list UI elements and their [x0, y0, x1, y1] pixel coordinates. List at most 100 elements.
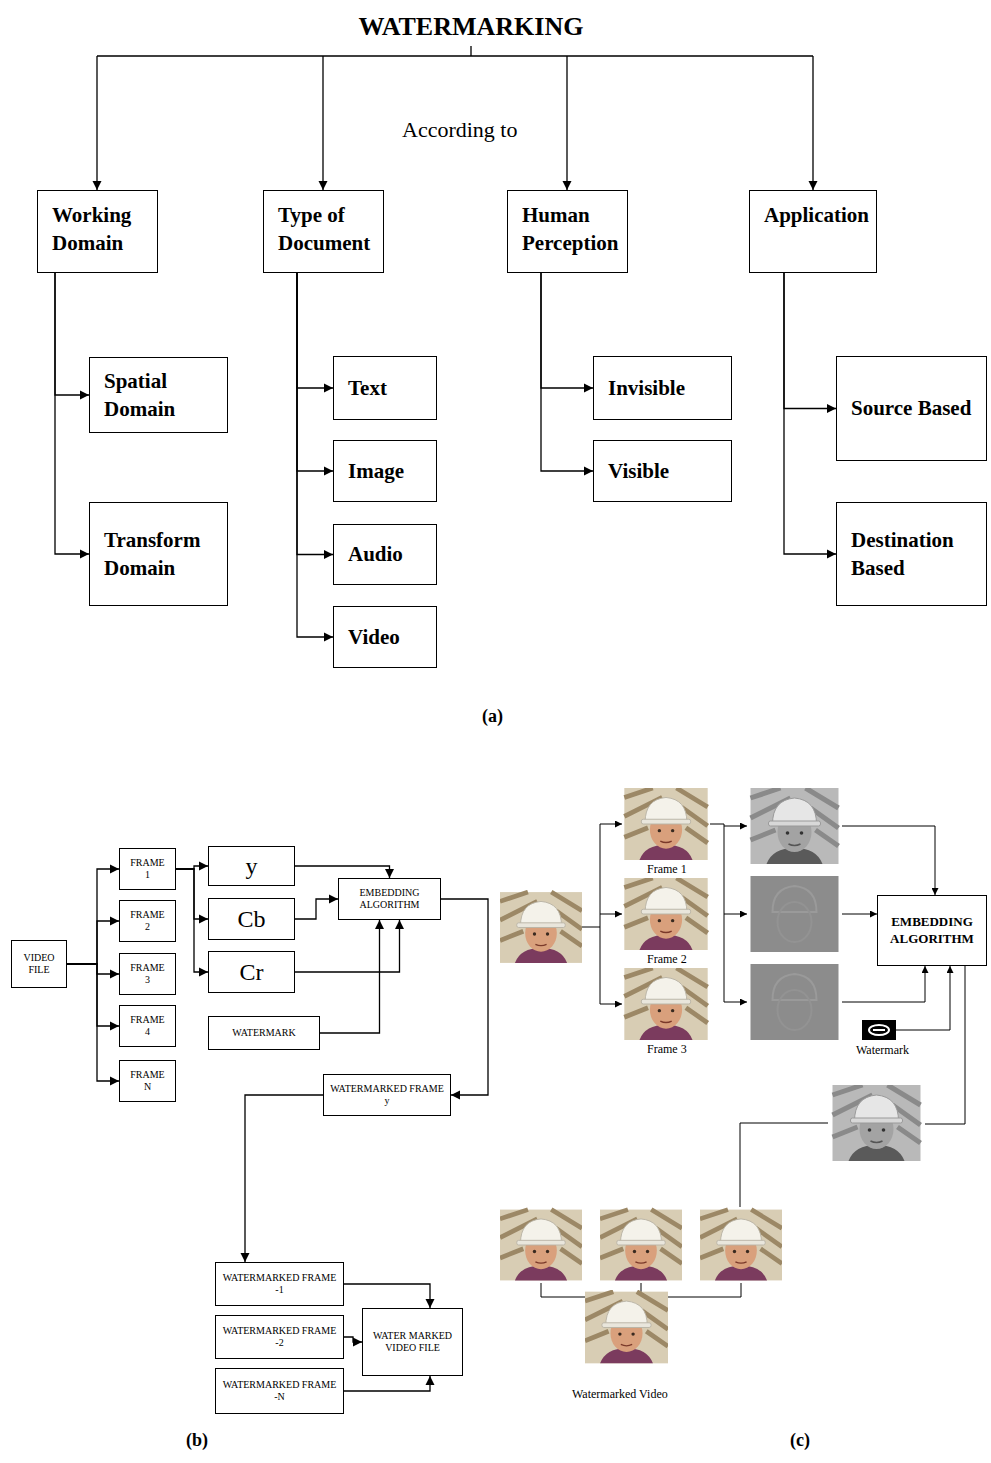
box-text: Video [348, 623, 430, 651]
box-text: FRAME 3 [128, 962, 167, 987]
flow-arrow [344, 1337, 362, 1342]
input-box: VIDEO FILE [11, 940, 67, 988]
watermark-icon [873, 1029, 885, 1031]
flow-arrow [67, 964, 119, 974]
box-text: FRAME 2 [128, 909, 167, 934]
box-text: Working Domain [52, 201, 151, 258]
panel-label: (c) [790, 1430, 810, 1451]
tree-arrow [566, 56, 567, 190]
flow-arrow [176, 869, 208, 919]
output-box: WATERMARKED FRAME -2 [215, 1315, 344, 1359]
flow-arrow [297, 273, 333, 555]
box-text: Destination Based [851, 526, 980, 583]
tree-line [97, 46, 813, 56]
category-box: Application [749, 190, 877, 273]
output-frame [500, 1210, 582, 1281]
tree-arrow [322, 56, 323, 190]
video-frames [500, 788, 921, 1363]
wire-arrow [724, 914, 747, 915]
wire [710, 824, 724, 1002]
tree-arrow [812, 56, 813, 190]
flow-arrow [67, 964, 119, 1026]
box-text: Audio [348, 540, 430, 568]
wire-arrow [896, 966, 950, 1030]
output-box: WATERMARKED FRAME -N [215, 1368, 344, 1414]
flow-arrow [344, 1376, 430, 1391]
flow-arrow [55, 273, 89, 395]
wire-arrow [600, 914, 622, 915]
image-caption: Frame 2 [647, 953, 687, 966]
watermark-icon [862, 1020, 896, 1040]
class-box: Video [333, 606, 437, 668]
wire [740, 1123, 828, 1207]
class-box: Visible [593, 440, 732, 502]
video-frame [624, 788, 707, 860]
class-box: Audio [333, 524, 437, 585]
box-text: WATERMARKED FRAME -1 [220, 1272, 339, 1297]
image-caption: Watermark [856, 1044, 909, 1057]
channel-box: y [208, 846, 295, 886]
wire-arrow [842, 914, 877, 915]
box-text: Cb [213, 906, 290, 932]
box-text: WATERMARKED FRAME y [328, 1083, 446, 1108]
wire-arrow [600, 1004, 622, 1005]
flow-arrow [541, 273, 593, 471]
output-frame [600, 1210, 682, 1281]
output-box: WATER MARKED VIDEO FILE [362, 1308, 463, 1376]
frame-box: FRAME N [119, 1060, 176, 1102]
box-text: Spatial Domain [104, 367, 221, 424]
frame-box: FRAME 2 [119, 900, 176, 942]
video-frame [624, 878, 707, 950]
box-text: Cr [213, 959, 290, 985]
watermarked-luma [833, 1085, 921, 1161]
wire [582, 824, 600, 1004]
luma-channel [751, 788, 839, 864]
class-box: Destination Based [836, 502, 987, 606]
flow-arrow [784, 273, 836, 409]
flow-arrow [441, 899, 488, 1095]
box-text: Image [348, 457, 430, 485]
flow-arrow [55, 273, 89, 554]
class-box: Transform Domain [89, 502, 228, 606]
flow-arrow [295, 866, 390, 878]
diagram-title: WATERMARKING [321, 12, 621, 42]
video-frame [624, 968, 707, 1040]
heading-label: According to [402, 117, 517, 143]
flow-arrow [541, 273, 593, 388]
image-caption: Frame 3 [647, 1043, 687, 1056]
flow-arrow [297, 273, 333, 637]
box-text: Text [348, 374, 430, 402]
chroma-channel [751, 964, 839, 1040]
class-box: Text [333, 356, 437, 420]
wire-arrow [842, 966, 925, 1002]
flow-arrow [67, 869, 119, 964]
flow-arrow [344, 1284, 430, 1308]
flow-arrow [295, 920, 400, 972]
flow-arrow [320, 920, 380, 1033]
image-caption: Frame 1 [647, 863, 687, 876]
watermark-icon [869, 1025, 889, 1035]
category-box: Type of Document [263, 190, 384, 273]
box-text: FRAME 1 [128, 857, 167, 882]
chroma-channel [751, 876, 839, 952]
image-caption: Watermarked Video [572, 1388, 668, 1401]
box-text: WATER MARKED VIDEO FILE [367, 1330, 458, 1355]
wire-arrow [842, 826, 935, 895]
class-box: Spatial Domain [89, 357, 228, 433]
box-text: FRAME N [128, 1069, 167, 1094]
box-text: EMBEDDING ALGORITHM [343, 887, 436, 912]
process-box: EMBEDDING ALGORITHM [877, 895, 987, 966]
category-box: Working Domain [37, 190, 158, 273]
flow-arrow [297, 273, 333, 388]
input-box: WATERMARK [208, 1016, 320, 1050]
box-text: EMBEDDING ALGORITHM [884, 914, 980, 948]
wire-arrow [724, 1002, 747, 1003]
wire [925, 966, 965, 1124]
box-text: WATERMARKED FRAME -N [220, 1379, 339, 1404]
box-text: Application [764, 201, 870, 229]
taxonomy-connectors [97, 46, 813, 190]
box-text: VIDEO FILE [16, 952, 62, 977]
flow-arrow [297, 273, 333, 471]
tree-arrow [96, 56, 97, 190]
box-text: Human Perception [522, 201, 621, 258]
